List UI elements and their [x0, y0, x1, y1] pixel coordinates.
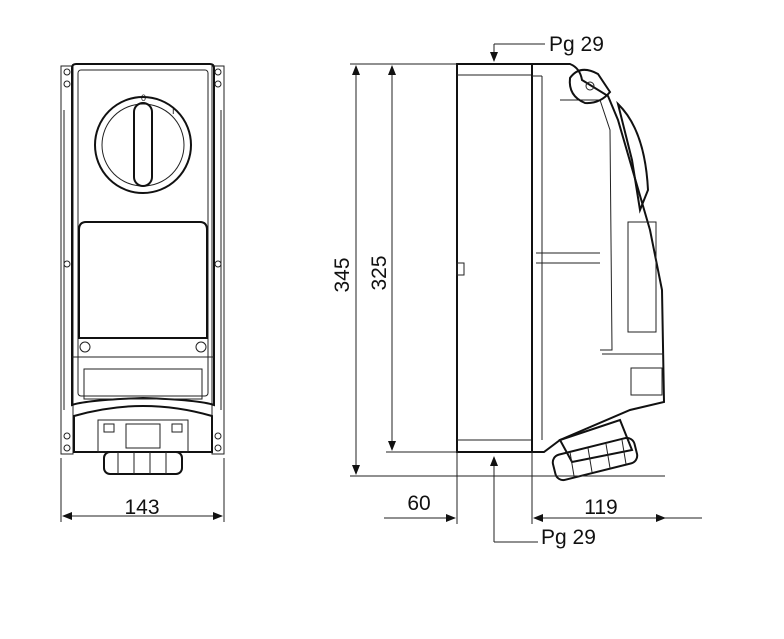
window-panel [78, 221, 208, 339]
depth-dimensions: 60 119 [384, 452, 702, 524]
socket-housing [73, 405, 213, 453]
height-dimensions: 345 325 [331, 63, 665, 477]
switch-knob-profile [616, 100, 650, 214]
label-field [83, 368, 203, 400]
rotary-switch: 0 I [94, 93, 192, 194]
side-socket [551, 418, 639, 482]
width-label: 143 [124, 496, 159, 519]
gland-bottom-callout: Pg 29 [490, 456, 596, 549]
back-box [456, 63, 533, 453]
window-profile [627, 221, 657, 333]
switch-handle [133, 102, 153, 187]
right-mounting-rail [211, 65, 225, 455]
housing-outline [71, 63, 215, 407]
coupling-ring [103, 451, 183, 475]
side-view: 345 325 60 119 Pg 29 Pg 29 [331, 33, 702, 549]
gland-top-callout: Pg 29 [490, 33, 604, 62]
depth-front-label: 119 [584, 496, 617, 519]
width-dimension: 143 [60, 458, 225, 522]
hinge [568, 68, 612, 105]
cover-body [531, 63, 666, 453]
height-outer-label: 345 [331, 257, 354, 292]
mounting-screw-icons [63, 68, 222, 452]
height-inner-label: 325 [368, 255, 391, 290]
switch-mark-on: I [172, 106, 175, 116]
switch-mark-off: 0 [141, 93, 146, 103]
depth-back-label: 60 [407, 492, 430, 515]
front-view: 0 I 143 [60, 63, 225, 522]
gland-top-label: Pg 29 [549, 33, 604, 56]
gland-bottom-label: Pg 29 [541, 526, 596, 549]
